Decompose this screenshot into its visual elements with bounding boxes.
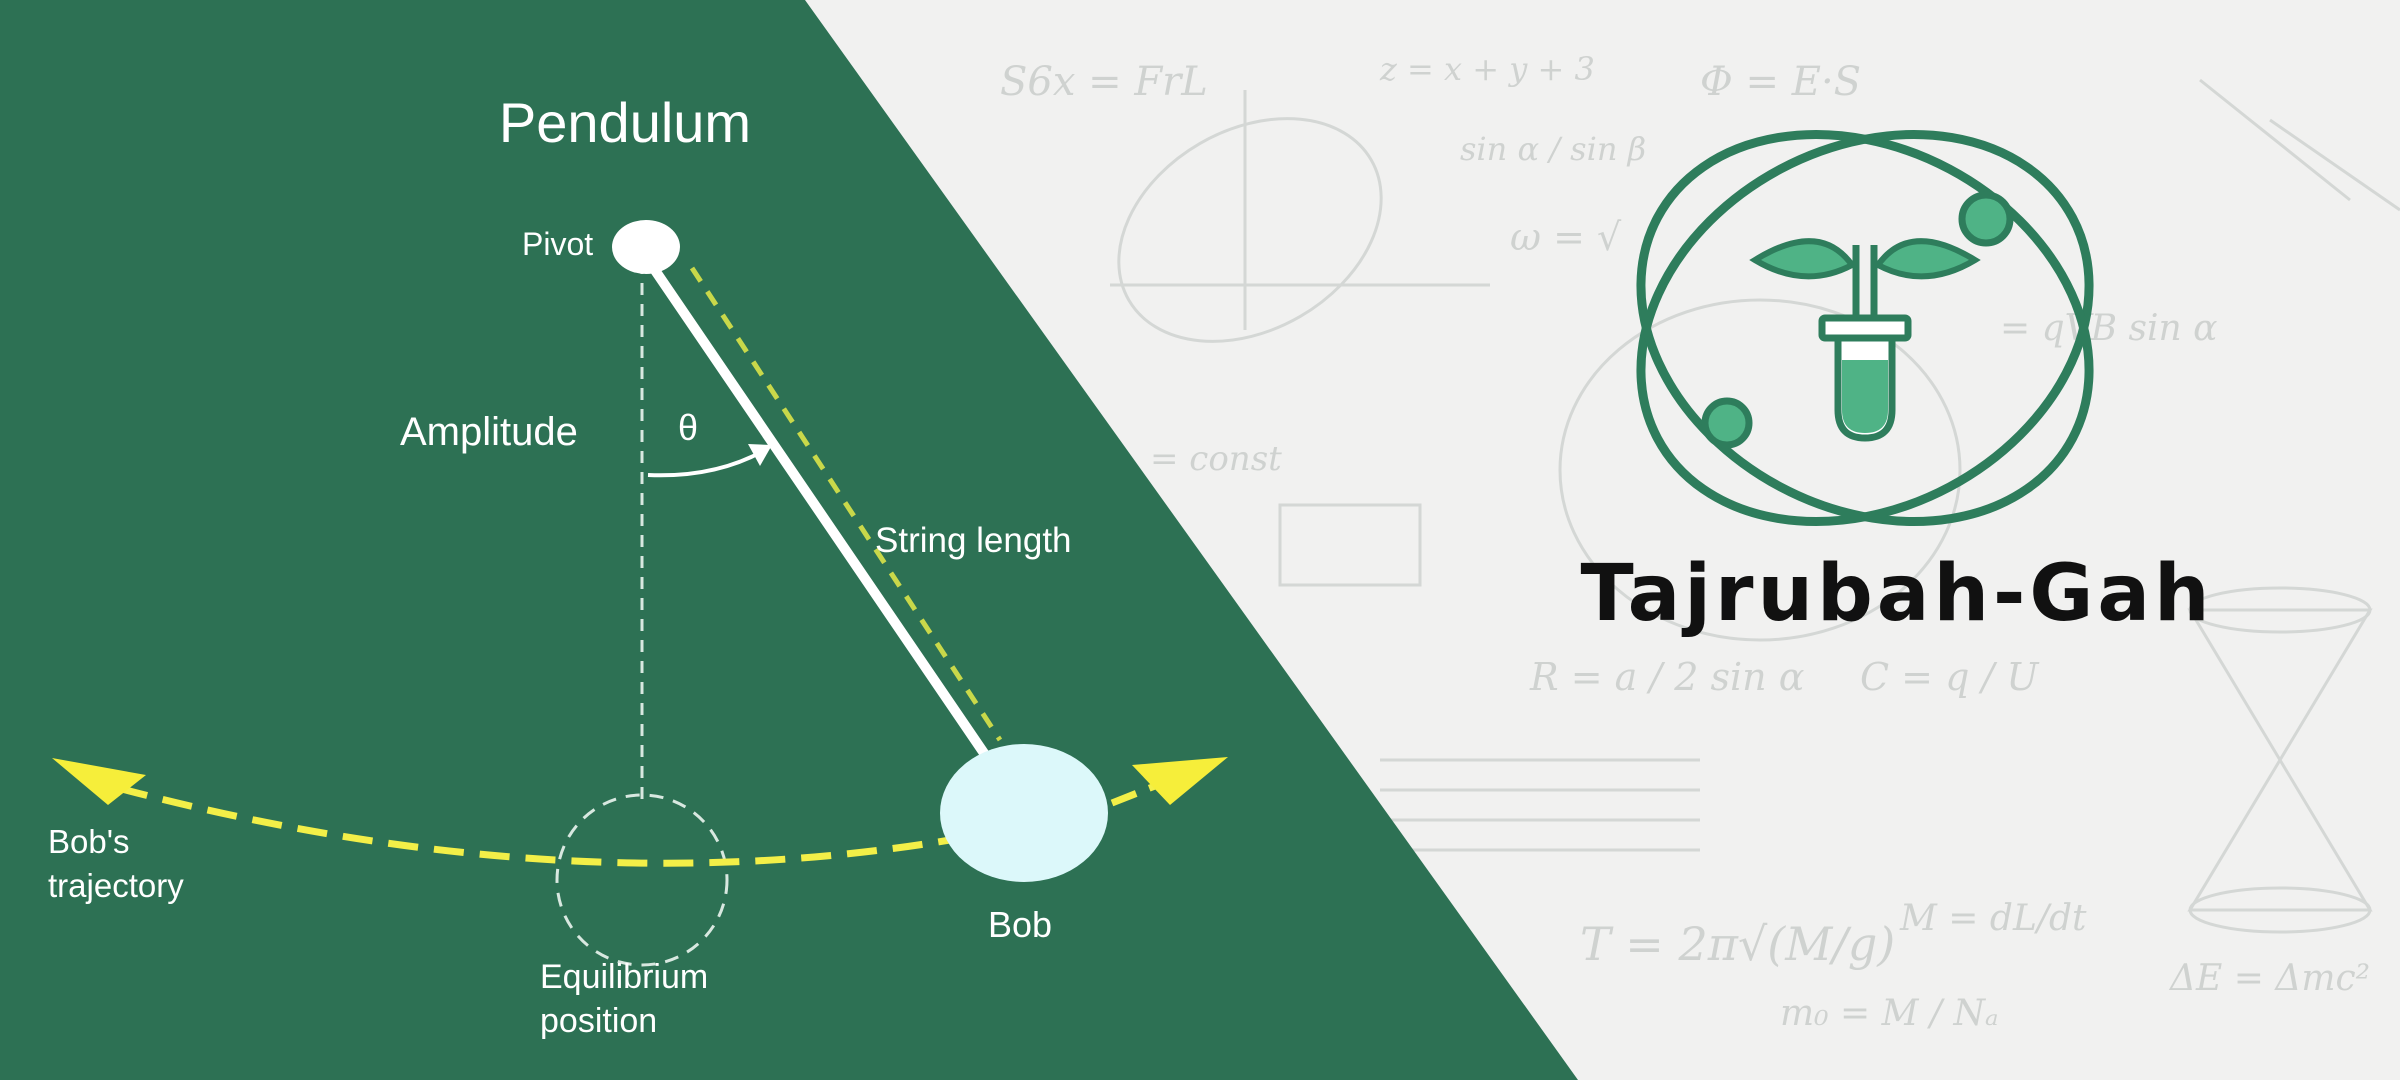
sketch-cone-rim	[2188, 586, 2372, 634]
pivot-point	[612, 220, 680, 274]
angle-arc-arrowhead	[748, 444, 772, 466]
sketch-cone	[2187, 608, 2373, 912]
trajectory-right-segment	[1110, 782, 1157, 807]
angle-arc	[647, 448, 766, 478]
formula-text: T = 2π√(M/g)	[1580, 917, 1895, 971]
theta-label: θ	[678, 407, 698, 448]
logo-tube-liquid	[1842, 360, 1888, 433]
brand-name: Tajrubah-Gah	[1580, 549, 2213, 639]
formula-text: = qVB sin α	[2000, 308, 2217, 349]
sketch-axis	[2199, 78, 2351, 202]
string-length-label: String length	[875, 521, 1072, 560]
bob-trajectory	[117, 784, 951, 867]
logo-electron	[1701, 397, 1753, 449]
sketch-ellipse	[1117, 117, 1383, 343]
formula-text: z = x + y + 3	[1379, 50, 1595, 88]
trajectory-label-line1: Bob's	[48, 823, 130, 860]
background-sketches	[1110, 78, 2400, 934]
formula-text: m₀ = M / Nₐ	[1780, 993, 1999, 1034]
equilibrium-label-line2: position	[540, 1002, 657, 1040]
formula-text: M = dL/dt	[1899, 898, 2087, 939]
formula-text: ΔE = Δmc²	[2168, 958, 2370, 999]
background-formulas: S6x = FrL z = x + y + 3 Φ = E·S sin α / …	[1000, 50, 2370, 1034]
diagram-title: Pendulum	[499, 91, 751, 154]
trajectory-right-arrowhead	[1132, 757, 1228, 805]
logo-electron	[1958, 191, 2014, 247]
green-panel	[0, 0, 1578, 1080]
sketch-sphere	[1558, 298, 1962, 642]
formula-text: R = a / 2 sin α	[1529, 655, 1804, 699]
pivot-label: Pivot	[522, 226, 593, 262]
formula-text: Φ = E·S	[1700, 59, 1861, 105]
formula-text: = const	[1150, 439, 1282, 479]
pendulum-bob	[940, 744, 1108, 882]
formula-text: S6x = FrL	[1000, 59, 1208, 105]
sketch-box	[1278, 503, 1422, 587]
sketch-cone-rim	[2188, 886, 2372, 934]
equilibrium-label-line1: Equilibrium	[540, 958, 708, 996]
logo-leaf-right	[1873, 238, 1981, 280]
equilibrium-circle	[555, 793, 729, 967]
bob-label: Bob	[988, 904, 1052, 945]
formula-text: C = q / U	[1860, 655, 2040, 699]
sketch-field-lines	[1380, 758, 1700, 852]
formula-text: ω = √	[1510, 215, 1622, 259]
sketch-axis	[2269, 118, 2400, 212]
formula-text: sin α / sin β	[1460, 130, 1646, 168]
trajectory-left-arrowhead	[52, 758, 146, 805]
string-length-guide	[689, 266, 1003, 742]
logo-orbit	[1636, 130, 2094, 526]
logo-leaf-left	[1749, 238, 1857, 280]
trajectory-label-line2: trajectory	[48, 867, 184, 904]
brand-logo	[1636, 130, 2094, 526]
pendulum-string	[643, 255, 995, 767]
logo-orbit	[1636, 130, 2094, 526]
amplitude-label: Amplitude	[400, 410, 578, 454]
